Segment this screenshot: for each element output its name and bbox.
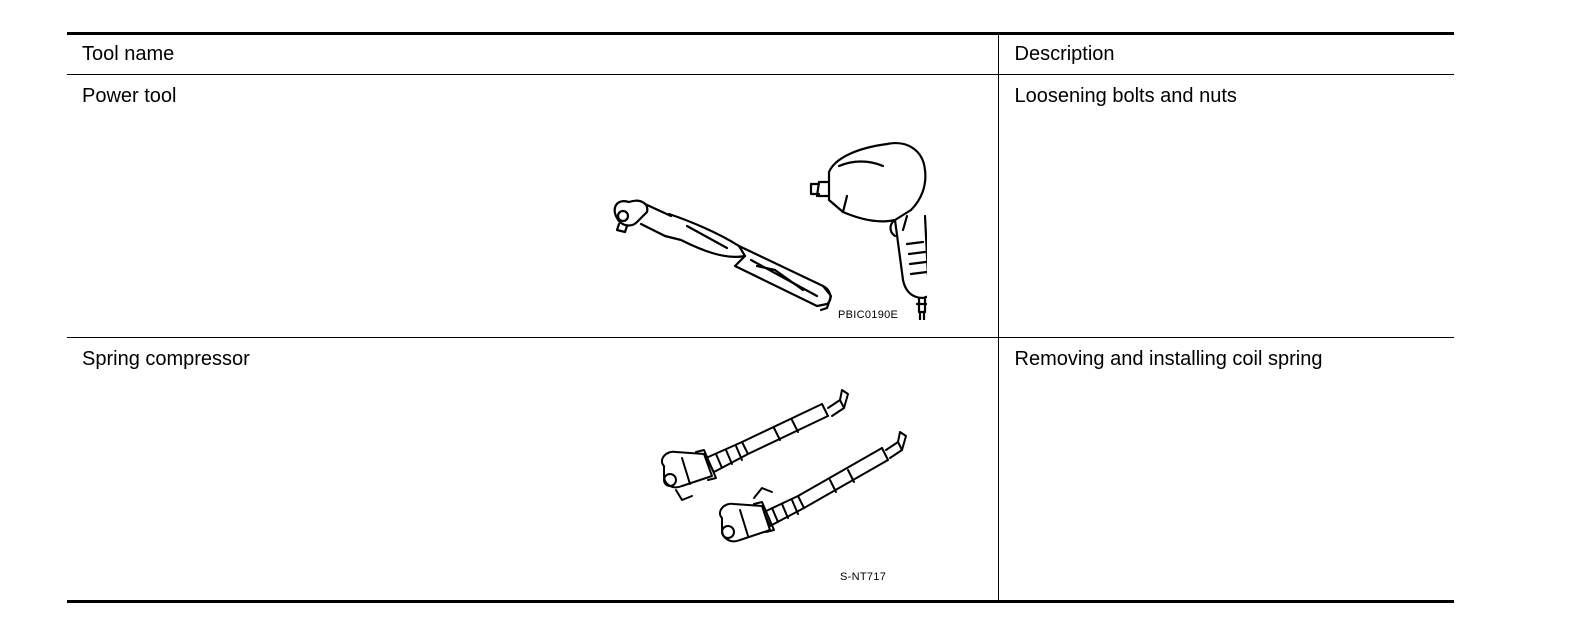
header-description: Description — [1014, 43, 1115, 65]
tool-name-power-tool: Power tool — [82, 85, 177, 107]
tool-name-cell: Spring compressor — [67, 337, 999, 602]
header-tool-name: Tool name — [67, 33, 999, 75]
table-row: Power tool — [67, 74, 1454, 338]
special-tools-table: Tool name Description Power tool — [67, 32, 1454, 603]
power-tool-illustration — [613, 142, 927, 320]
figure-code-spring-compressor: S-NT717 — [840, 571, 887, 583]
table-row: Spring compressor — [67, 337, 1454, 602]
description-cell: Removing and installing coil spring — [998, 338, 1454, 602]
compressor-rod-lower-icon — [718, 431, 907, 543]
table-header: Tool name Description — [67, 33, 1454, 75]
tool-name-cell: Power tool — [67, 74, 999, 338]
description-power-tool: Loosening bolts and nuts — [1014, 85, 1237, 107]
spring-compressor-illustration — [660, 389, 907, 543]
air-ratchet-icon — [613, 199, 833, 312]
figure-code-power-tool: PBIC0190E — [838, 309, 899, 321]
description-spring-compressor: Removing and installing coil spring — [1014, 348, 1323, 370]
impact-wrench-icon — [809, 142, 927, 320]
compressor-rod-upper-icon — [660, 389, 849, 501]
header-row: Tool name Description — [67, 33, 1454, 75]
description-cell: Loosening bolts and nuts — [998, 75, 1454, 338]
tool-name-spring-compressor: Spring compressor — [82, 348, 250, 370]
